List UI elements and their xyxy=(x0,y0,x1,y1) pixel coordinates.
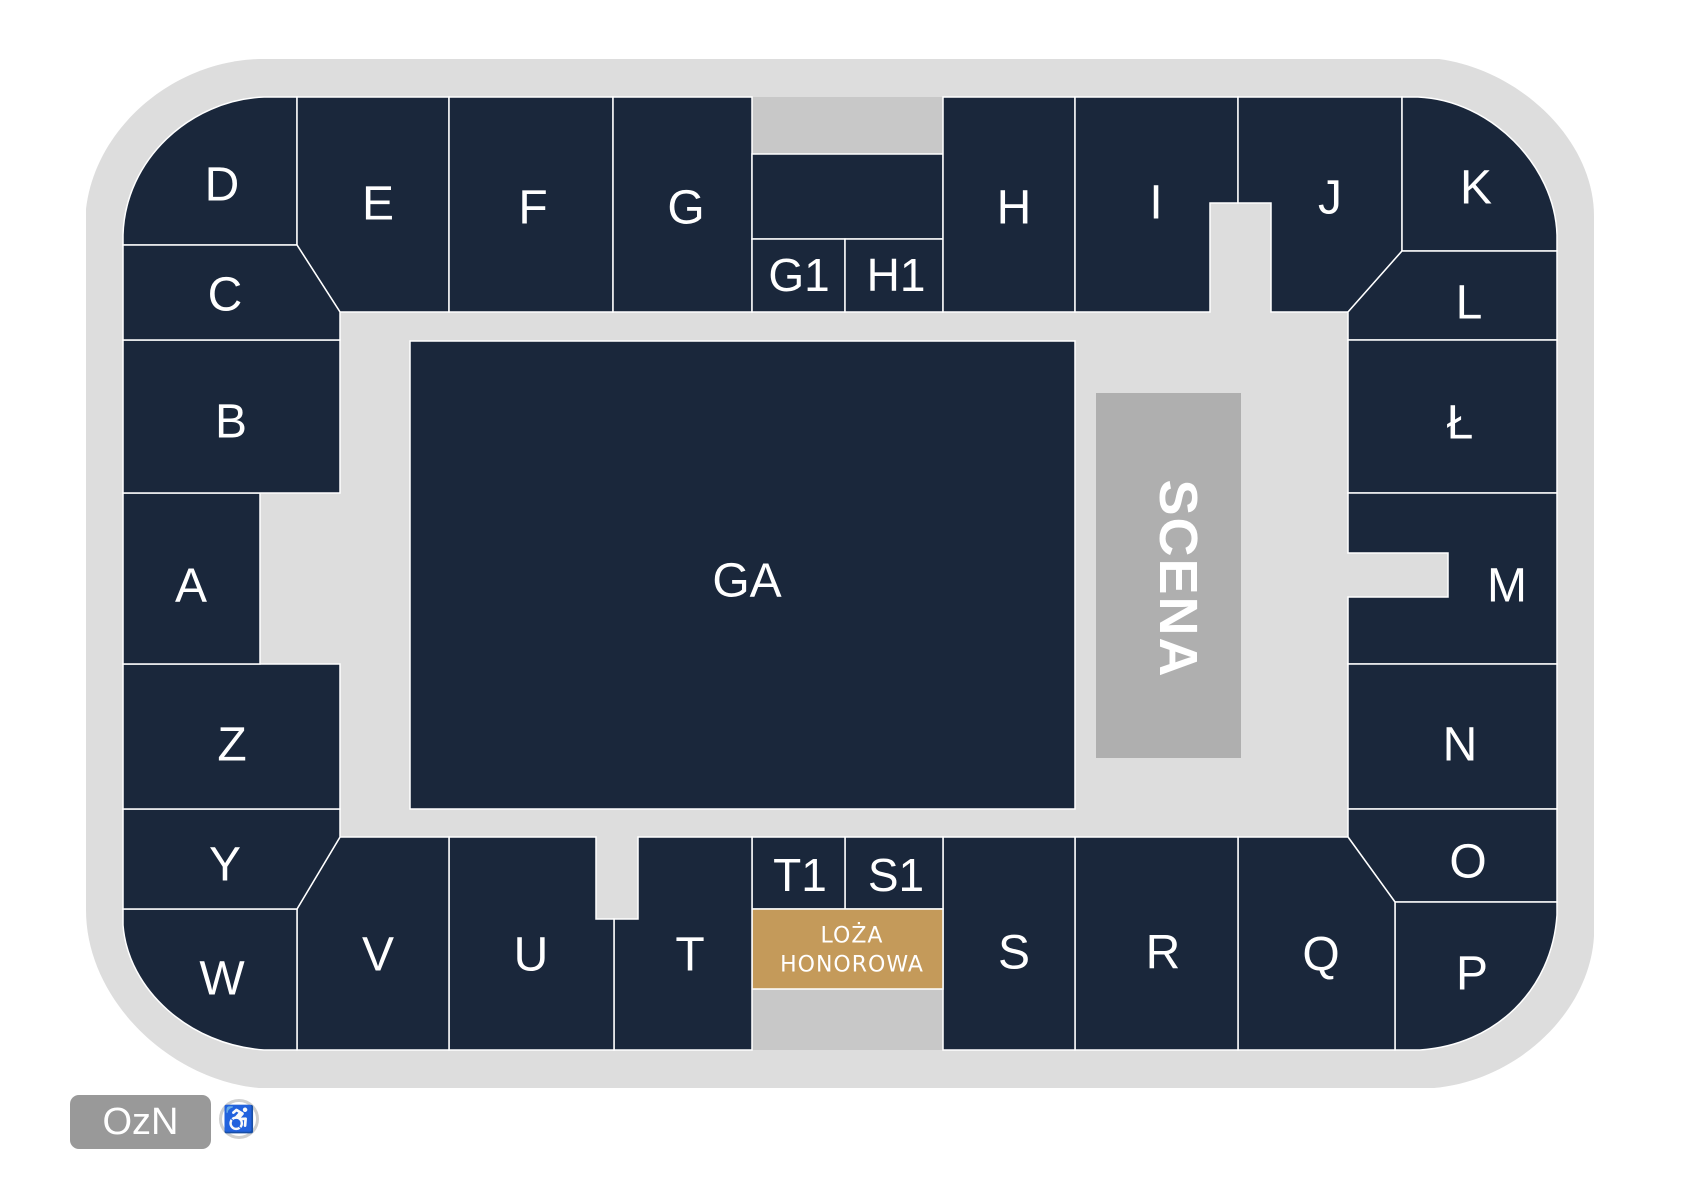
section-h1[interactable]: H1 xyxy=(844,238,944,313)
section-t1[interactable]: T1 xyxy=(751,836,846,910)
section-unlabeled-top[interactable] xyxy=(751,153,944,240)
section-r[interactable]: R xyxy=(1074,836,1239,1051)
section-loza-honorowa[interactable]: LOŻA HONOROWA xyxy=(751,908,944,990)
ozn-label: OzN xyxy=(102,1100,179,1143)
section-z[interactable]: Z xyxy=(122,663,341,810)
section-f[interactable]: F xyxy=(448,96,614,313)
section-u[interactable]: U xyxy=(448,836,615,1051)
ozn-legend-button[interactable]: OzN xyxy=(70,1095,211,1149)
section-g1[interactable]: G1 xyxy=(751,238,846,313)
blocked-area-top xyxy=(752,97,943,154)
section-q[interactable]: Q xyxy=(1237,836,1396,1051)
section-b[interactable]: B xyxy=(122,339,341,494)
section-s[interactable]: S xyxy=(942,836,1076,1051)
stage: SCENA xyxy=(1096,393,1241,758)
blocked-area-bottom xyxy=(752,989,943,1050)
honor-box-label-line1: LOŻA xyxy=(821,923,884,949)
wheelchair-glyph: ♿ xyxy=(222,1103,256,1134)
section-s1[interactable]: S1 xyxy=(844,836,944,910)
section-h[interactable]: H xyxy=(942,96,1076,313)
wheelchair-icon: ♿ xyxy=(219,1099,259,1139)
section-g[interactable]: G xyxy=(612,96,753,313)
section-n[interactable]: N xyxy=(1347,663,1558,810)
stage-label: SCENA xyxy=(1148,479,1208,678)
section-ga[interactable]: GA xyxy=(409,340,1076,810)
honor-box-label-line2: HONOROWA xyxy=(780,953,924,978)
section-a[interactable]: A xyxy=(122,492,261,665)
section-l-stroke[interactable]: Ł xyxy=(1347,339,1558,494)
